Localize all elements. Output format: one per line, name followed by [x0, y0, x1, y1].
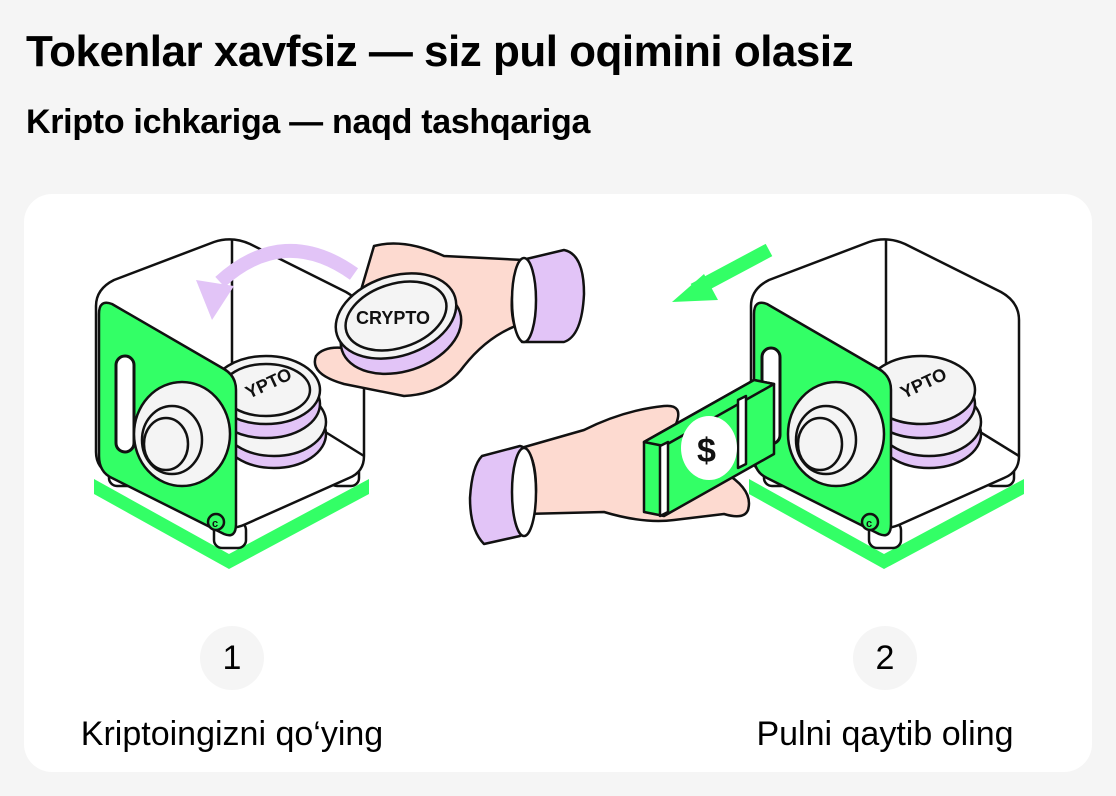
cash-bill-icon: $	[642, 378, 776, 518]
hand-with-coin-icon: CRYPTO	[313, 242, 586, 398]
hand-with-cash-icon: $	[468, 378, 776, 546]
arrow-down-left-icon	[672, 243, 773, 302]
step-label: Pulni qaytib oling	[756, 715, 1014, 753]
curved-arrow-icon	[196, 243, 359, 320]
svg-text:c: c	[866, 518, 872, 530]
step-number-badge: 2	[853, 626, 917, 690]
safe-with-crypto-icon: YPTO c	[749, 238, 1024, 569]
safe-with-crypto-icon: YPTO c	[94, 238, 369, 569]
step-2: 2 Pulni qaytib oling	[685, 626, 1085, 756]
dollar-sign: $	[697, 432, 716, 470]
page-title: Tokenlar xavfsiz — siz pul oqimini olasi…	[26, 27, 854, 76]
illustration: YPTO c	[94, 238, 1024, 569]
svg-text:c: c	[212, 518, 218, 530]
coin-label: CRYPTO	[356, 308, 430, 328]
page-subtitle: Kripto ichkariga — naqd tashqariga	[26, 103, 591, 141]
step-1: 1 Kriptoingizni qo‘ying	[32, 626, 432, 756]
step-label: Kriptoingizni qo‘ying	[80, 715, 384, 753]
step-number-badge: 1	[200, 626, 264, 690]
steps-card: YPTO c	[24, 194, 1092, 772]
